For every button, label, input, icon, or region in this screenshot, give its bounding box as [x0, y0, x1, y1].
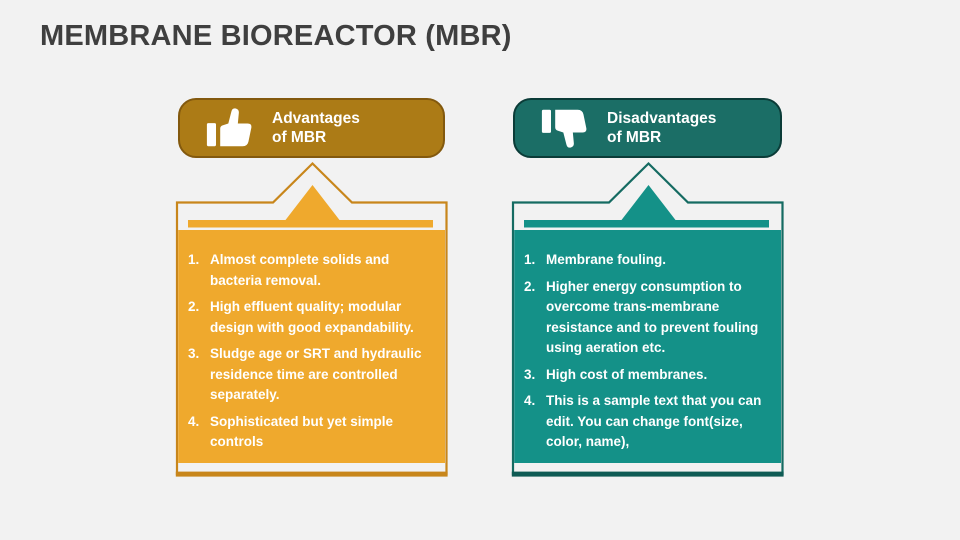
list-item: 3. High cost of membranes. — [516, 365, 778, 386]
advantages-header-label: Advantages of MBR — [272, 109, 360, 148]
list-item-text: Sludge age or SRT and hydraulic residenc… — [210, 346, 422, 402]
list-item-text: Higher energy consumption to overcome tr… — [546, 278, 759, 356]
disadvantages-list: 1. Membrane fouling. 2. Higher energy co… — [516, 250, 778, 459]
disadvantages-header: Disadvantages of MBR — [513, 98, 782, 158]
advantages-header-line1: Advantages — [272, 109, 360, 127]
list-item-number: 1. — [524, 252, 536, 267]
list-item: 3. Sludge age or SRT and hydraulic resid… — [180, 344, 442, 406]
list-item-number: 1. — [188, 252, 200, 267]
thumbs-up-icon — [206, 107, 254, 149]
disadvantages-header-label: Disadvantages of MBR — [607, 109, 716, 148]
list-item-text: High effluent quality; modular design wi… — [210, 299, 414, 335]
list-item: 1. Membrane fouling. — [516, 250, 778, 271]
list-item-text: High cost of membranes. — [546, 366, 708, 382]
advantages-header: Advantages of MBR — [178, 98, 445, 158]
list-item-text: Membrane fouling. — [546, 252, 667, 267]
list-item: 4. Sophisticated but yet simple controls — [180, 412, 442, 453]
list-item-number: 4. — [524, 393, 536, 408]
list-item-number: 4. — [188, 413, 200, 429]
disadvantages-header-line2: of MBR — [607, 129, 662, 146]
list-item: 2. Higher energy consumption to overcome… — [516, 277, 778, 359]
list-item: 2. High effluent quality; modular design… — [180, 297, 442, 338]
list-item-text: Sophisticated but yet simple controls — [210, 413, 394, 450]
advantages-header-line2: of MBR — [272, 129, 327, 146]
page-title: MEMBRANE BIOREACTOR (MBR) — [40, 20, 512, 52]
list-item-text: This is a sample text that you can edit.… — [546, 393, 762, 449]
advantages-panel-shape — [175, 161, 448, 477]
list-item-number: 2. — [188, 299, 200, 314]
advantages-list: 1. Almost complete solids and bacteria r… — [180, 250, 442, 459]
list-item-number: 3. — [524, 366, 536, 382]
disadvantages-panel-shape — [511, 161, 784, 477]
list-item: 4. This is a sample text that you can ed… — [516, 391, 778, 453]
disadvantages-header-line1: Disadvantages — [607, 109, 717, 127]
list-item-number: 2. — [524, 278, 536, 294]
list-item-number: 3. — [188, 346, 200, 361]
list-item-text: Almost complete solids and bacteria remo… — [210, 252, 390, 288]
thumbs-down-icon — [541, 107, 589, 149]
list-item: 1. Almost complete solids and bacteria r… — [180, 250, 442, 291]
